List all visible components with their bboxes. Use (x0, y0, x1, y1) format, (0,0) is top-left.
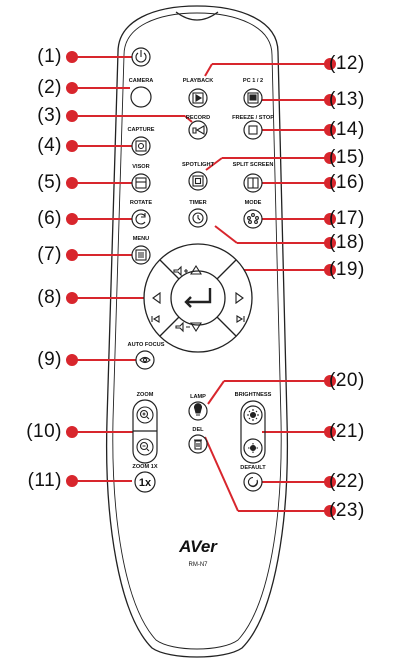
callout-20: (20) (329, 370, 365, 391)
delete-icon (194, 439, 202, 450)
default-button[interactable] (243, 472, 263, 492)
callout-8: (8) (37, 287, 62, 308)
callout-22: (22) (329, 471, 365, 492)
record-label: RECORD (186, 115, 210, 121)
freeze-stop-button[interactable] (243, 120, 263, 140)
timer-icon (192, 212, 204, 224)
callout-18: (18) (329, 232, 365, 253)
menu-label: MENU (133, 236, 149, 242)
enter-icon (184, 288, 212, 308)
callout-7: (7) (37, 244, 62, 265)
zoom-1x-button[interactable] (134, 471, 156, 493)
leader-lines (66, 51, 336, 517)
callout-2: (2) (37, 77, 62, 98)
capture-label: CAPTURE (127, 127, 154, 133)
del-label: DEL (192, 427, 204, 433)
visor-icon (135, 177, 147, 189)
camera-button[interactable] (130, 86, 152, 108)
lamp-icon (193, 403, 203, 416)
pc-input-label: PC 1 / 2 (243, 78, 263, 84)
zoom-1x-label: ZOOM 1X (132, 464, 157, 470)
autofocus-label: AUTO FOCUS (128, 342, 165, 348)
brand-logo: AVer (178, 537, 218, 556)
lamp-label: LAMP (190, 394, 206, 400)
callout-9: (9) (37, 349, 62, 370)
callout-1: (1) (37, 46, 62, 67)
capture-button[interactable] (131, 136, 151, 156)
remote-inner-outline (112, 12, 282, 650)
callout-21: (21) (329, 421, 365, 442)
brightness-label: BRIGHTNESS (235, 392, 272, 398)
pc-input-icon (247, 92, 259, 104)
callout-16: (16) (329, 172, 365, 193)
navigation-pad[interactable] (143, 243, 253, 353)
capture-icon (135, 140, 147, 152)
visor-label: VISOR (132, 164, 149, 170)
rotate-button[interactable] (131, 209, 151, 229)
callout-15: (15) (329, 147, 365, 168)
callout-12: (12) (329, 53, 365, 74)
visor-button[interactable] (131, 173, 151, 193)
spotlight-label: SPOTLIGHT (182, 162, 215, 168)
brightness-rocker[interactable] (240, 400, 266, 464)
autofocus-icon (139, 356, 151, 364)
right-arrow-icon (235, 291, 245, 323)
split-screen-label: SPLIT SCREEN (233, 162, 274, 168)
playback-label: PLAYBACK (183, 78, 214, 84)
mode-icon (247, 213, 259, 224)
record-icon (192, 125, 205, 135)
delete-button[interactable] (188, 434, 208, 454)
spotlight-icon (192, 175, 204, 187)
stop-icon (248, 125, 258, 135)
callout-13: (13) (329, 89, 365, 110)
callout-11: (11) (27, 470, 62, 491)
playback-icon (192, 92, 204, 104)
callout-4: (4) (37, 135, 62, 156)
callout-3: (3) (37, 105, 62, 126)
zoom-in-button[interactable] (136, 406, 154, 424)
callout-19: (19) (329, 259, 365, 280)
rotate-icon (135, 213, 146, 225)
brightness-down-icon (248, 443, 258, 453)
left-arrow-icon (151, 291, 161, 323)
default-icon (247, 476, 258, 487)
callout-17: (17) (329, 208, 365, 229)
camera-label: CAMERA (129, 78, 154, 84)
autofocus-button[interactable] (135, 350, 155, 370)
freeze-stop-label: FREEZE / STOP (232, 115, 274, 121)
volume-up-icon (173, 264, 202, 277)
rotate-label: ROTATE (130, 200, 152, 206)
brightness-up-icon (247, 409, 259, 421)
callout-5: (5) (37, 172, 62, 193)
power-icon (135, 50, 147, 63)
callout-14: (14) (329, 119, 365, 140)
zoom-in-icon (139, 409, 150, 420)
zoom-out-icon (139, 441, 150, 452)
default-label: DEFAULT (240, 465, 266, 471)
remote-notch (175, 11, 219, 21)
volume-down-icon (175, 321, 202, 333)
timer-label: TIMER (189, 200, 206, 206)
callout-10: (10) (26, 421, 62, 442)
zoom-out-button[interactable] (136, 438, 154, 456)
menu-icon (135, 249, 147, 261)
callout-23: (23) (329, 500, 365, 521)
callout-6: (6) (37, 208, 62, 229)
model-label: RM-N7 (189, 562, 209, 568)
zoom-label: ZOOM (137, 392, 154, 398)
mode-label: MODE (245, 200, 262, 206)
spotlight-button[interactable] (188, 171, 208, 191)
mode-button[interactable] (243, 209, 263, 229)
zoom-1x-button-text: 1x (139, 477, 152, 489)
